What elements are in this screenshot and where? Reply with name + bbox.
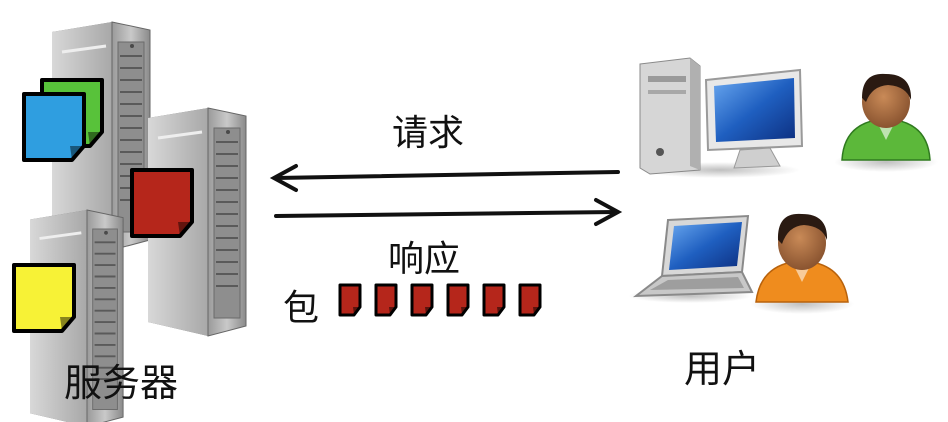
packet-icon — [482, 283, 506, 317]
red-document-icon — [130, 168, 194, 238]
yellow-document-icon — [12, 263, 76, 333]
packet-row — [338, 283, 542, 317]
packet-icon — [410, 283, 434, 317]
packet-icon — [446, 283, 470, 317]
response-arrow — [274, 198, 623, 226]
packet-icon — [338, 283, 362, 317]
desktop-computer-icon — [639, 57, 804, 178]
users-label: 用户 — [684, 347, 761, 391]
packet-label: 包 — [283, 288, 320, 329]
laptop-icon — [628, 214, 754, 303]
packet-icon — [374, 283, 398, 317]
response-label: 响应 — [388, 239, 461, 280]
user-green-icon — [834, 73, 938, 172]
request-arrow — [269, 164, 620, 192]
packet-icon — [518, 283, 542, 317]
user-orange-icon — [750, 213, 854, 314]
servers-label: 服务器 — [64, 361, 179, 405]
request-label: 请求 — [392, 113, 465, 154]
blue-document-icon — [22, 92, 86, 162]
